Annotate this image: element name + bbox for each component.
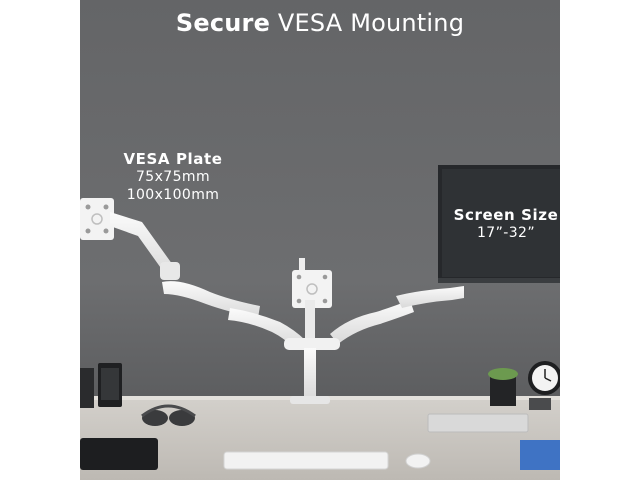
left-gas-arm — [110, 212, 180, 280]
vesa-plate-label: VESA Plate 75x75mm 100x100mm — [108, 150, 238, 204]
keyboard — [223, 451, 389, 470]
headphones — [141, 404, 196, 426]
tablet — [80, 438, 158, 470]
mouse — [405, 453, 431, 469]
screen-size-title: Screen Size — [453, 206, 559, 224]
right-arm-segments — [330, 286, 464, 344]
photo-scene — [80, 0, 560, 480]
headline-bold: Secure — [175, 9, 271, 37]
desk-organizer — [80, 363, 122, 408]
laptop — [427, 413, 529, 433]
desk-clock — [528, 361, 560, 410]
vesa-plate-size-2: 100x100mm — [126, 187, 220, 203]
left-vesa-plate — [80, 198, 114, 240]
vesa-plate-size-1: 75x75mm — [136, 169, 210, 185]
screen-size-range: 17”-32” — [477, 225, 535, 241]
left-arm-segments — [162, 281, 305, 348]
headline-rest: VESA Mounting — [270, 9, 465, 37]
monitor-right — [438, 165, 560, 283]
headline: Secure VESA Mounting — [0, 9, 640, 37]
mount-illustration — [80, 0, 560, 480]
center-vesa-plate — [292, 258, 332, 308]
notebook — [520, 440, 560, 470]
center-pole — [284, 300, 340, 404]
plant-pot — [488, 368, 518, 406]
screen-size-label: Screen Size 17”-32” — [446, 206, 566, 242]
vesa-plate-title: VESA Plate — [123, 150, 223, 168]
